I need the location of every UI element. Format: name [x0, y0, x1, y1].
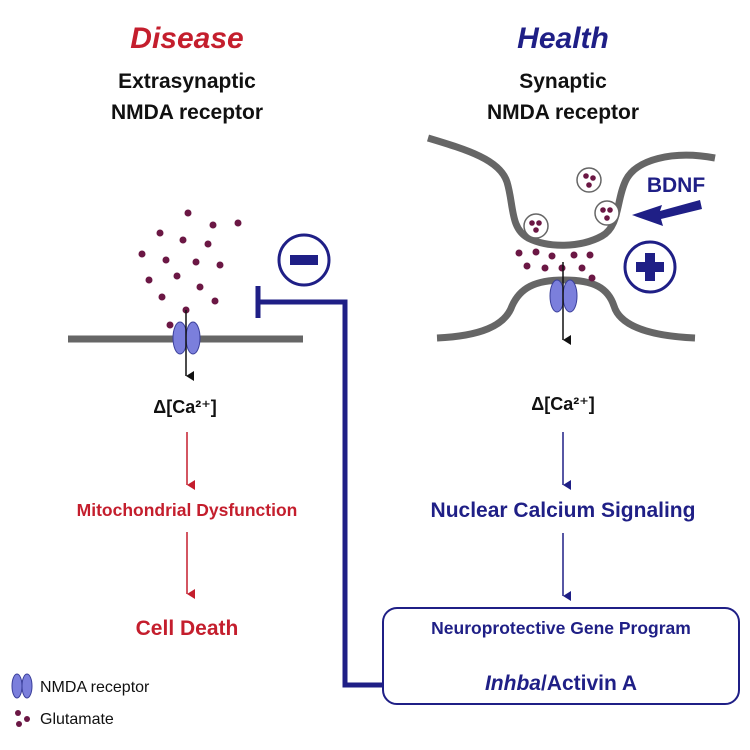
disease-receptor-line1: Extrasynaptic [118, 70, 256, 93]
legend-receptor-label: NMDA receptor [40, 679, 150, 696]
gene-name-activin: /Activin A [541, 672, 637, 695]
inhibition-minus-symbol [277, 233, 331, 287]
postsynaptic-membrane [436, 276, 696, 342]
legend-receptor-icon [11, 673, 33, 699]
gene-program-title: Neuroprotective Gene Program [431, 618, 691, 638]
enhancement-plus-symbol [623, 240, 677, 294]
health-title: Health [517, 22, 609, 55]
gene-program-box [382, 607, 740, 705]
legend-glutamate-icon [15, 710, 30, 727]
disease-calcium-label: Δ[Ca²⁺] [153, 397, 216, 417]
nmda-receptor-extrasynaptic [172, 321, 201, 355]
health-receptor-line1: Synaptic [519, 70, 607, 93]
inhibition-line [258, 299, 384, 688]
presynaptic-membrane [426, 134, 716, 249]
disease-receptor-line2: NMDA receptor [111, 101, 263, 124]
health-calcium-label: Δ[Ca²⁺] [531, 394, 594, 414]
bdnf-arrow [632, 200, 702, 226]
gene-program-gene: Inhba/Activin A [485, 672, 637, 695]
legend-glutamate-label: Glutamate [40, 711, 114, 728]
glutamate-cloud-disease [138, 209, 242, 329]
disease-step-mitochondrial: Mitochondrial Dysfunction [77, 500, 298, 520]
synaptic-vesicles [523, 167, 620, 239]
health-step-nuclear-calcium: Nuclear Calcium Signaling [431, 499, 696, 522]
health-receptor-line2: NMDA receptor [487, 101, 639, 124]
bdnf-label: BDNF [647, 174, 705, 197]
disease-title: Disease [130, 22, 243, 55]
disease-step-cell-death: Cell Death [136, 617, 239, 640]
glutamate-cleft-health [515, 248, 596, 282]
gene-name-inhba: Inhba [485, 672, 541, 695]
nmda-receptor-synaptic [549, 279, 578, 313]
